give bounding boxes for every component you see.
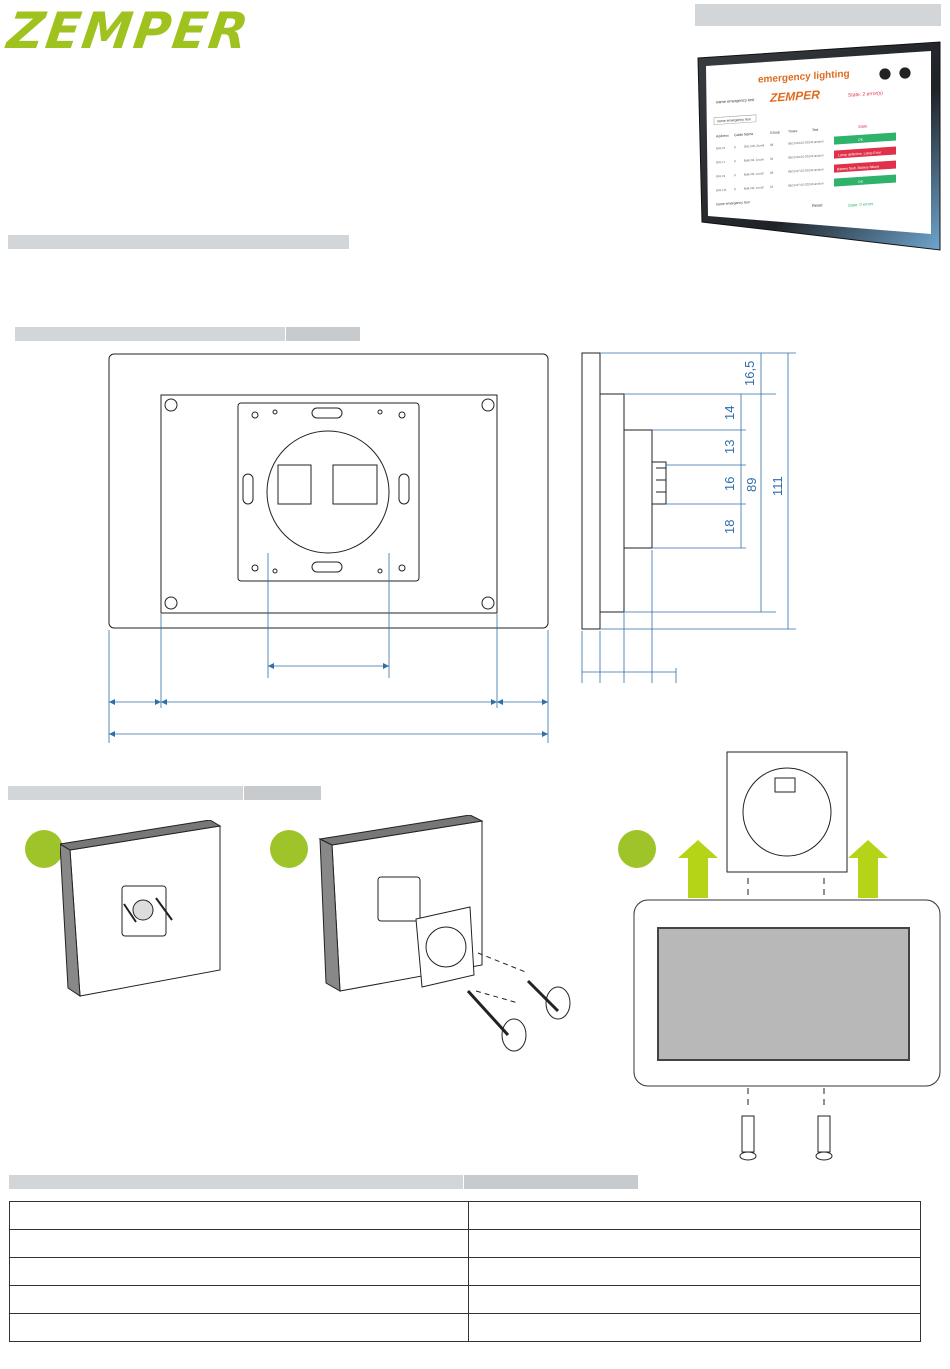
product-tablet-image: emergency lighting ZEMPER State: 2 error… <box>697 41 941 251</box>
front-view-drawing <box>108 353 549 743</box>
table-row <box>9 1313 921 1342</box>
screen-brand: ZEMPER <box>769 88 820 105</box>
step-3-illustration <box>633 751 941 1161</box>
header-bar-right <box>695 4 941 26</box>
dim-13: 13 <box>722 440 737 454</box>
dim-89: 89 <box>744 478 759 492</box>
svg-text:09/10 07-02-2024: 09/10 07-02-2024 <box>788 182 812 188</box>
section-bar-specs-2 <box>464 1175 638 1189</box>
table-row <box>9 1257 921 1286</box>
table-row <box>9 1285 921 1314</box>
svg-text:09/10 03-02-2024: 09/10 03-02-2024 <box>788 154 812 160</box>
svg-text:Reset: Reset <box>812 202 823 208</box>
svg-text:Function: Function <box>812 167 824 172</box>
side-view-drawing: 16,5 14 13 16 18 89 111 <box>581 352 796 683</box>
brand-logo: ZEMPER <box>3 2 254 60</box>
svg-text:Function: Function <box>812 181 824 186</box>
svg-text:Function: Function <box>812 153 824 158</box>
svg-text:Group: Group <box>770 130 780 135</box>
section-bar-installation-2 <box>244 786 321 800</box>
svg-text:Cable: Cable <box>734 133 743 138</box>
svg-text:DALI 0: DALI 0 <box>716 146 725 151</box>
table-row <box>9 1229 921 1258</box>
spec-table <box>9 1201 921 1342</box>
step-1-illustration <box>60 820 222 997</box>
arrow-up-left-icon <box>678 840 718 898</box>
svg-text:0: 0 <box>734 173 736 177</box>
svg-text:Battery fault, Battery failure: Battery fault, Battery failure <box>837 165 879 172</box>
svg-text:0: 0 <box>734 159 736 163</box>
svg-text:Test: Test <box>812 128 818 132</box>
step-1-badge <box>25 830 63 868</box>
screen-checkbox-label: name emergency test <box>717 117 751 123</box>
svg-text:0: 0 <box>734 187 736 191</box>
dim-16: 16 <box>722 477 737 491</box>
svg-text:OK: OK <box>858 138 864 142</box>
dim-111: 111 <box>770 476 785 496</box>
dim-16-5: 16,5 <box>742 361 757 386</box>
svg-text:Name: Name <box>744 132 753 137</box>
svg-text:04: 04 <box>770 157 774 161</box>
step-2-illustration <box>318 815 571 1052</box>
svg-text:09/10 03-02-2024: 09/10 03-02-2024 <box>788 140 812 146</box>
table-row <box>9 1201 921 1230</box>
svg-text:DALI 9: DALI 9 <box>716 174 725 179</box>
step-2-badge <box>270 830 308 868</box>
screen-status-top: State: 2 error(s) <box>848 90 883 98</box>
section-bar-dimensions <box>15 327 285 341</box>
svg-text:09/10 07-02-2024: 09/10 07-02-2024 <box>788 168 812 174</box>
svg-text:Lamp defective, Lamp Error: Lamp defective, Lamp Error <box>838 150 882 157</box>
svg-text:Function: Function <box>812 139 824 144</box>
svg-text:Address: Address <box>716 134 729 139</box>
screen-edit-icon <box>878 67 892 81</box>
svg-text:Batt.mit. Leuch: Batt.mit. Leuch <box>744 171 764 176</box>
section-bar-dimensions-2 <box>286 327 360 341</box>
svg-text:Batt.mit. Leuch: Batt.mit. Leuch <box>744 185 764 190</box>
section-bar-installation <box>8 786 243 800</box>
section-bar-specs <box>9 1175 463 1189</box>
svg-text:State: State <box>858 123 868 129</box>
svg-text:Batt.mit. Leuch: Batt.mit. Leuch <box>744 157 764 162</box>
dim-14: 14 <box>722 406 737 420</box>
dim-18: 18 <box>722 520 737 534</box>
svg-text:06: 06 <box>770 171 774 175</box>
svg-text:name emergency test: name emergency test <box>716 200 750 206</box>
screen-menu-icon <box>898 66 912 80</box>
svg-text:DALI 11: DALI 11 <box>716 188 727 193</box>
svg-text:OK: OK <box>858 180 864 184</box>
section-bar-description <box>8 235 349 249</box>
arrow-up-right-icon <box>848 840 888 898</box>
svg-text:08: 08 <box>770 143 774 147</box>
step-3-badge <box>618 830 656 868</box>
svg-text:0: 0 <box>734 145 736 149</box>
svg-text:DALI 1: DALI 1 <box>716 160 725 165</box>
svg-text:Times: Times <box>788 129 798 134</box>
svg-text:DALI ML 2xxx8: DALI ML 2xxx8 <box>744 143 765 148</box>
screen-nav-label: name emergency test <box>716 97 755 105</box>
svg-text:01: 01 <box>770 185 774 189</box>
svg-text:State: 0 errors: State: 0 errors <box>848 201 873 208</box>
